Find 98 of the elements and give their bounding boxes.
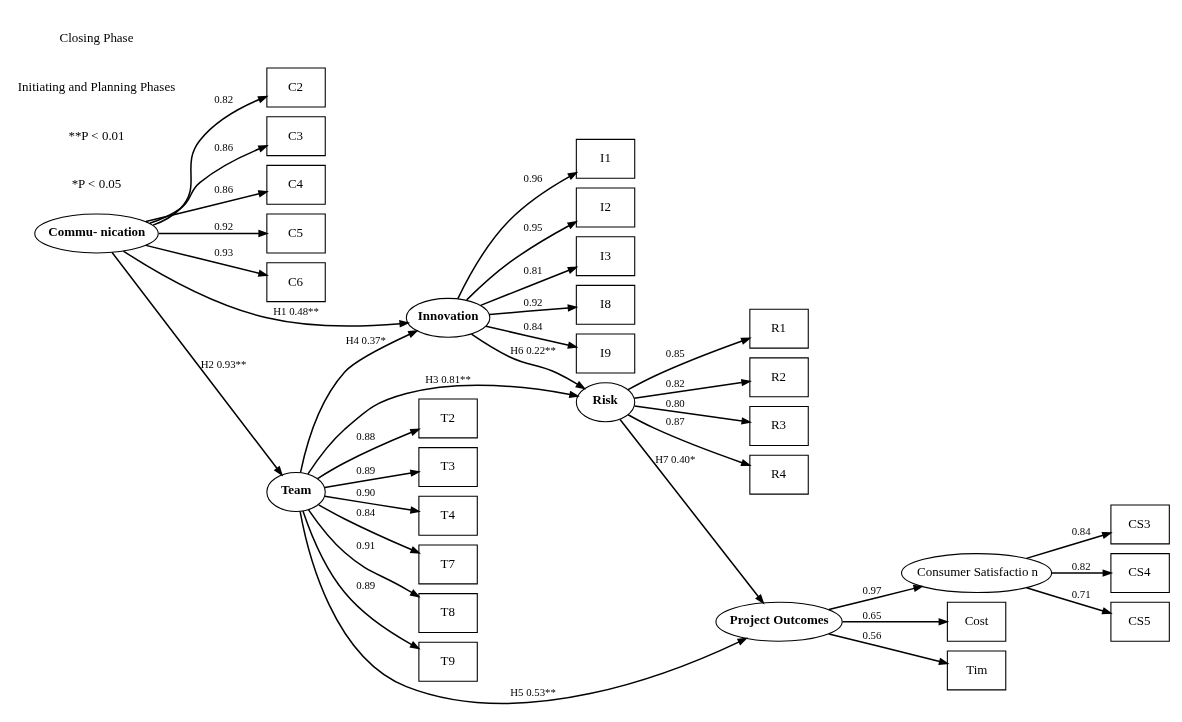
arrow bbox=[317, 503, 421, 554]
edge-label: 0.82 bbox=[214, 92, 234, 105]
edge-label: 0.82 bbox=[665, 376, 685, 389]
node-box: R2 bbox=[749, 356, 809, 397]
node-box: T9 bbox=[418, 641, 478, 682]
label: Initiating and Planning Phases bbox=[17, 78, 176, 94]
edge-label: 0.81 bbox=[523, 263, 543, 275]
edge-label: 0.84 bbox=[523, 319, 543, 332]
edge-label: 0.96 bbox=[523, 171, 543, 184]
edge-label: H3 0.81** bbox=[425, 372, 471, 385]
node-box: I1 bbox=[575, 138, 636, 179]
arrow bbox=[627, 413, 752, 466]
arrow bbox=[633, 378, 752, 399]
edge-label: 0.88 bbox=[356, 429, 376, 442]
node-box: R1 bbox=[749, 308, 809, 349]
label: **P < 0.01 bbox=[68, 126, 125, 142]
node-box: C2 bbox=[266, 66, 326, 107]
arrow bbox=[307, 384, 580, 475]
edge-label: 0.86 bbox=[214, 140, 234, 153]
node-box: C6 bbox=[266, 261, 326, 302]
arrow bbox=[158, 229, 269, 237]
node-ellipse: Team bbox=[266, 471, 326, 512]
edge-label: 0.84 bbox=[1071, 524, 1091, 537]
node-box: T2 bbox=[418, 397, 478, 438]
edge-label: H5 0.53** bbox=[510, 685, 556, 698]
node-box: I8 bbox=[575, 284, 636, 325]
node-box: C3 bbox=[266, 115, 326, 156]
edge-label: 0.71 bbox=[1071, 587, 1091, 600]
edge-label: 0.86 bbox=[214, 182, 234, 195]
edge-label: 0.91 bbox=[356, 538, 376, 551]
arrow bbox=[111, 251, 284, 476]
arrow bbox=[1025, 586, 1113, 614]
arrow bbox=[488, 303, 579, 315]
edge-label: 0.95 bbox=[523, 220, 543, 233]
node-box: C5 bbox=[266, 212, 326, 253]
edge-label: H1 0.48** bbox=[273, 304, 319, 317]
node-ellipse: Commu- nication bbox=[34, 212, 159, 253]
node-box: Tim bbox=[946, 649, 1007, 690]
arrow bbox=[619, 418, 765, 605]
arrow bbox=[627, 337, 752, 390]
node-box: T4 bbox=[418, 495, 478, 536]
arrow bbox=[465, 220, 578, 301]
arrow bbox=[1025, 531, 1113, 559]
edge-label: 0.92 bbox=[523, 295, 543, 308]
node-box: C4 bbox=[266, 164, 326, 205]
edge-label: 0.82 bbox=[1071, 559, 1091, 572]
arrow bbox=[299, 510, 749, 704]
arrow bbox=[323, 469, 421, 488]
arrow bbox=[149, 144, 269, 224]
arrow bbox=[302, 509, 421, 649]
arrow bbox=[841, 617, 950, 625]
edge-label: 0.80 bbox=[665, 396, 685, 409]
edge-label: 0.90 bbox=[356, 485, 376, 498]
arrow bbox=[1050, 568, 1114, 577]
arrow bbox=[145, 189, 269, 222]
edge-label: 0.92 bbox=[214, 219, 234, 232]
edge-label: 0.84 bbox=[356, 505, 376, 518]
edge-label: 0.87 bbox=[665, 414, 685, 427]
node-box: R3 bbox=[749, 405, 809, 446]
node-box: I3 bbox=[575, 235, 636, 276]
arrow bbox=[470, 332, 587, 390]
arrow bbox=[145, 244, 269, 277]
label: *P < 0.05 bbox=[71, 175, 122, 191]
arrow bbox=[299, 329, 419, 473]
node-box: R4 bbox=[749, 454, 809, 495]
node-box: I2 bbox=[575, 187, 636, 228]
edge-label: 0.85 bbox=[665, 346, 685, 359]
arrow bbox=[828, 584, 925, 610]
arrow bbox=[479, 266, 579, 306]
node-box: CS5 bbox=[1110, 601, 1170, 642]
edge-label: 0.93 bbox=[214, 245, 234, 258]
edge-label: 0.65 bbox=[862, 608, 882, 621]
arrow bbox=[457, 171, 579, 299]
node-box: Cost bbox=[946, 601, 1007, 642]
edge-label: 0.97 bbox=[862, 583, 882, 596]
arrow bbox=[828, 632, 950, 665]
arrow bbox=[122, 249, 411, 327]
node-box: T8 bbox=[418, 592, 478, 633]
edge-label: 0.89 bbox=[356, 463, 376, 476]
arrow bbox=[323, 495, 421, 514]
edge-label: 0.89 bbox=[356, 578, 376, 591]
edge-label: H4 0.37* bbox=[345, 333, 386, 346]
label: Closing Phase bbox=[59, 29, 134, 45]
node-box: CS3 bbox=[1110, 503, 1170, 544]
edge-label: H6 0.22** bbox=[510, 343, 556, 356]
node-box: CS4 bbox=[1110, 552, 1170, 593]
edge-label: 0.56 bbox=[862, 628, 882, 641]
edge-label: H7 0.40* bbox=[655, 452, 696, 465]
arrow bbox=[485, 325, 579, 349]
node-ellipse: Project Outcomes bbox=[715, 601, 843, 642]
arrow bbox=[307, 508, 421, 598]
arrow bbox=[633, 404, 753, 425]
arrow bbox=[316, 428, 421, 479]
edge-label: H2 0.93** bbox=[200, 357, 247, 370]
node-box: T7 bbox=[418, 543, 478, 584]
node-box: T3 bbox=[418, 446, 478, 487]
arrow bbox=[152, 95, 269, 226]
node-box: I9 bbox=[575, 333, 636, 374]
